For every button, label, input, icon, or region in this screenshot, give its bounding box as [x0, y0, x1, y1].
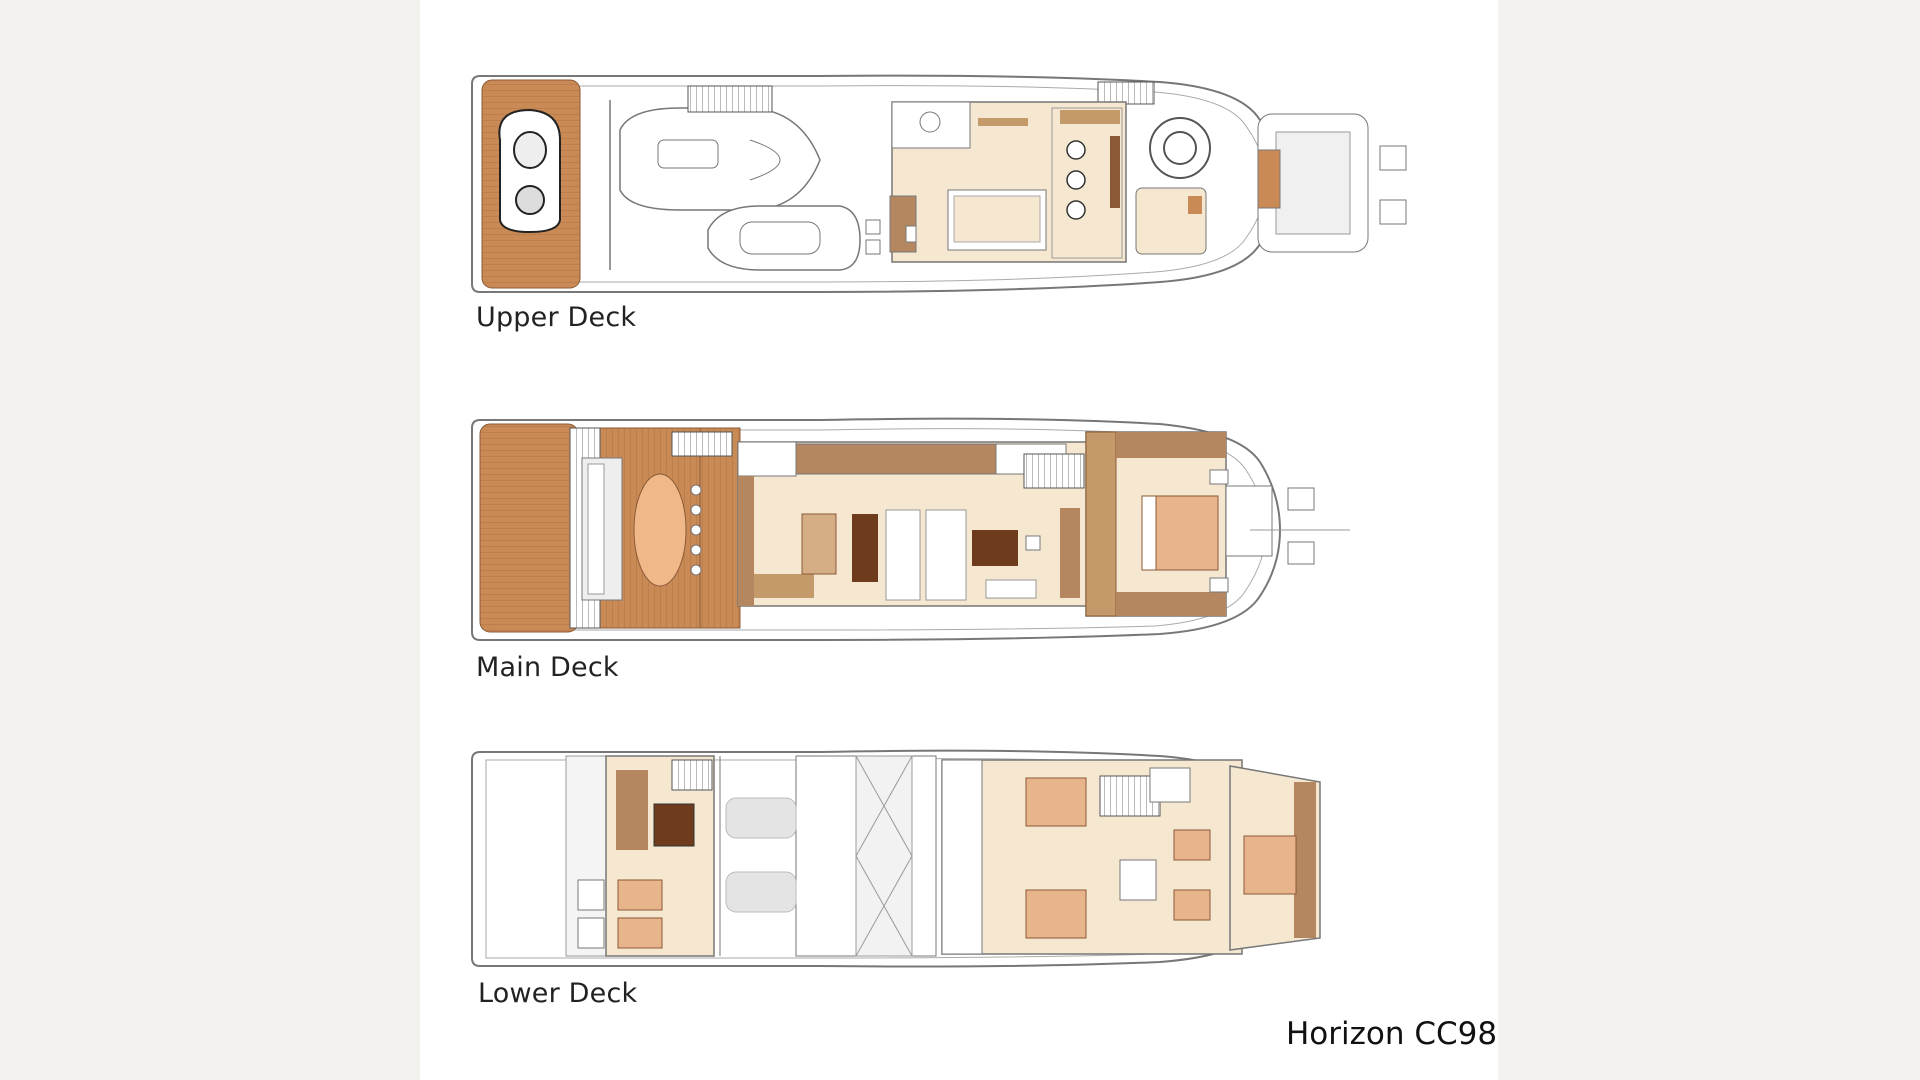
upper-deck-label: Upper Deck: [476, 302, 637, 333]
vip-bed: [1243, 835, 1297, 895]
upper-deck-plan: [471, 74, 1407, 293]
main-deck-teak-platform: [479, 423, 579, 633]
tender-boat-icon: [619, 107, 821, 211]
guest-bed-2: [1025, 889, 1087, 939]
guest-bed-1: [1025, 777, 1087, 827]
jet-tender-icon: [707, 205, 861, 271]
lower-deck-label: Lower Deck: [478, 978, 638, 1009]
jet-ski-icon: [498, 108, 561, 234]
upper-deck-hull: [471, 74, 1282, 293]
deck-plans-drawing: [471, 74, 1407, 968]
aft-dining-table: [633, 473, 687, 587]
lower-deck-plan: [471, 749, 1321, 968]
model-name: Horizon CC98: [1286, 1016, 1498, 1052]
main-deck-plan: [471, 417, 1350, 641]
jacuzzi-icon: [1149, 117, 1211, 179]
main-deck-label: Main Deck: [476, 652, 619, 683]
floorplan-sheet: Upper Deck Main Deck Lower Deck Horizon …: [420, 0, 1498, 1080]
